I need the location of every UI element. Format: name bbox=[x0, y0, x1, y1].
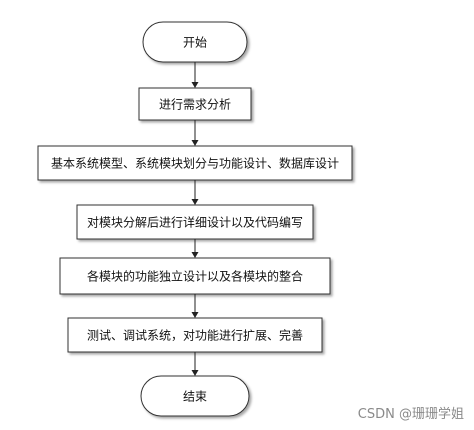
step-system-design-label: 基本系统模型、系统模块划分与功能设计、数据库设计 bbox=[51, 156, 339, 171]
step-requirements-analysis: 进行需求分析 bbox=[138, 87, 252, 121]
end-terminator: 结束 bbox=[140, 375, 250, 417]
arrow-step4-to-step5 bbox=[191, 294, 199, 318]
step-module-integration: 各模块的功能独立设计以及各模块的整合 bbox=[59, 257, 331, 295]
step-testing-label: 测试、调试系统，对功能进行扩展、完善 bbox=[87, 328, 303, 343]
step-system-design: 基本系统模型、系统模块划分与功能设计、数据库设计 bbox=[37, 145, 353, 181]
arrow-step1-to-step2 bbox=[191, 120, 199, 146]
end-label: 结束 bbox=[183, 390, 207, 404]
step-detailed-design-label: 对模块分解后进行详细设计以及代码编写 bbox=[87, 215, 303, 230]
step-testing: 测试、调试系统，对功能进行扩展、完善 bbox=[67, 317, 323, 353]
arrow-step2-to-step3 bbox=[191, 180, 199, 205]
arrow-start-to-step1 bbox=[191, 62, 199, 88]
start-label: 开始 bbox=[183, 36, 207, 50]
step-module-integration-label: 各模块的功能独立设计以及各模块的整合 bbox=[87, 269, 303, 284]
step-detailed-design: 对模块分解后进行详细设计以及代码编写 bbox=[76, 204, 314, 240]
watermark: CSDN @珊珊学姐 bbox=[357, 407, 464, 422]
start-terminator: 开始 bbox=[142, 21, 248, 63]
arrow-step5-to-end bbox=[191, 352, 199, 376]
arrow-step3-to-step4 bbox=[191, 239, 199, 258]
step-requirements-label: 进行需求分析 bbox=[159, 98, 231, 112]
